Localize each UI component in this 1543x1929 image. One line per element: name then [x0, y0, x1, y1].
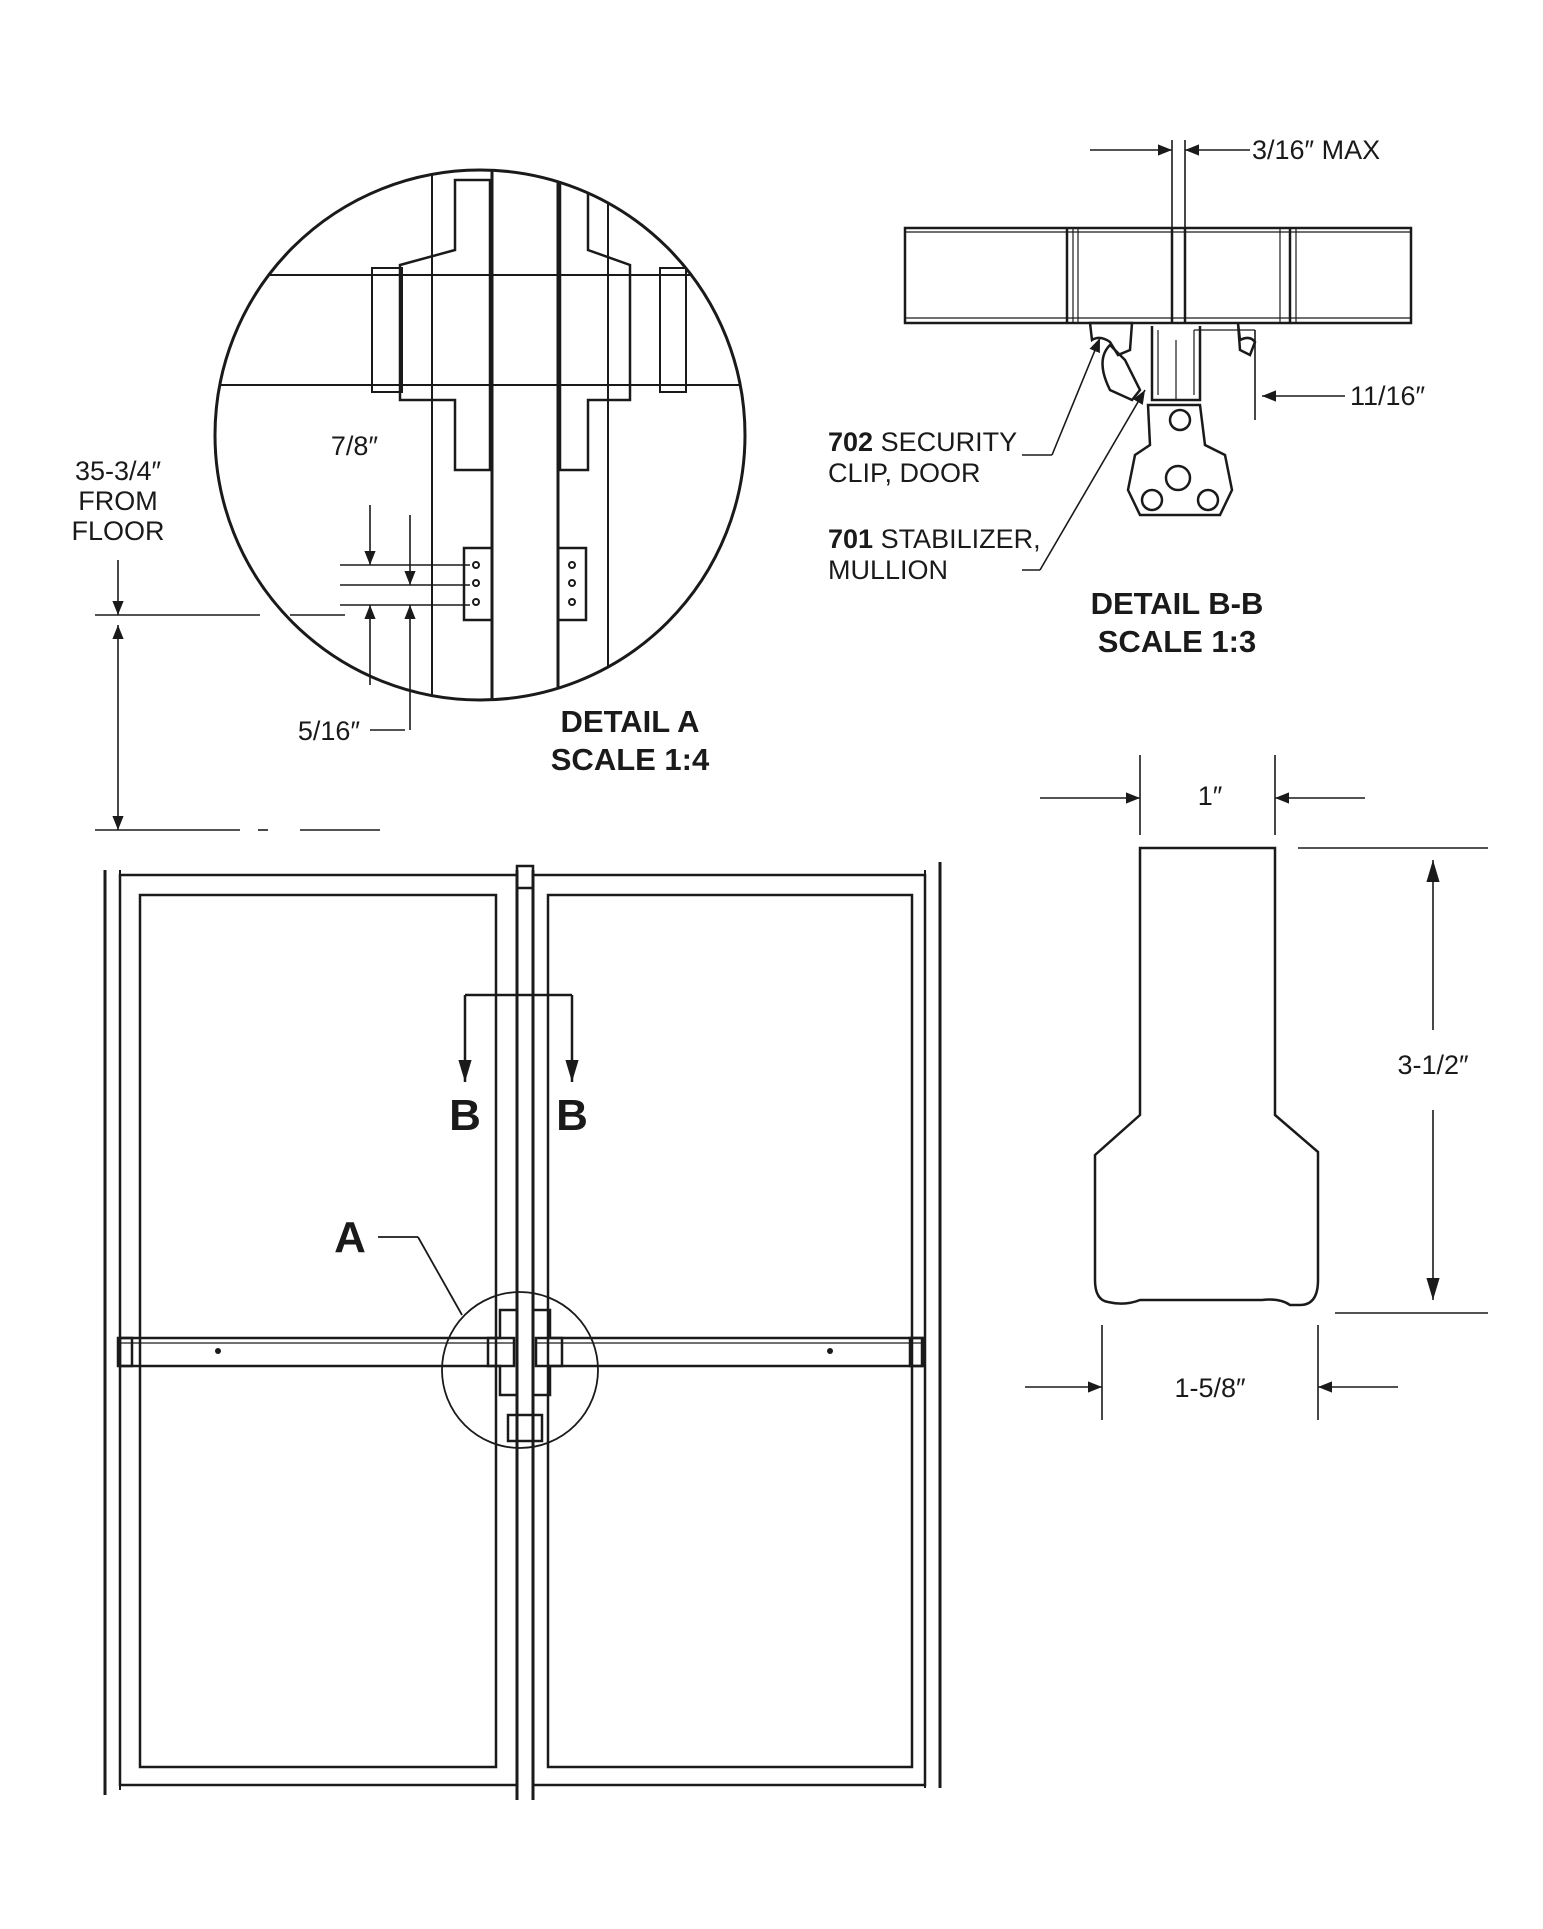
detail-bb-title: DETAIL B-B [1091, 586, 1264, 621]
height-label-line2: FROM [78, 486, 157, 516]
part-702-label-line2: CLIP, DOOR [828, 458, 981, 488]
detail-a-dimensions [340, 505, 470, 731]
dim-gap: 3/16″ MAX [1252, 135, 1380, 165]
detail-a-circle [213, 168, 747, 702]
detail-a-content [215, 170, 745, 700]
dim-top-width: 1″ [1198, 781, 1223, 811]
detail-a: 7/8″ 5/16″ DETAIL A SCALE 1:4 [213, 168, 747, 777]
detail-bb: 3/16″ MAX 11/16″ 702 SECURITY CLIP, DOOR… [828, 135, 1426, 659]
door-elevation: A B B [103, 862, 942, 1800]
profile-shape [1093, 846, 1320, 1307]
detail-bb-section [903, 140, 1413, 517]
height-label-line1: 35-3/4″ [75, 456, 162, 486]
section-b-right: B [556, 1091, 588, 1140]
part-702-label: 702 SECURITY [828, 427, 1017, 457]
dim-height: 3-1/2″ [1397, 1050, 1469, 1080]
detail-a-marker [441, 1291, 599, 1449]
detail-a-scale: SCALE 1:4 [551, 742, 710, 777]
dim-bottom-width: 1-5/8″ [1174, 1373, 1246, 1403]
dim-5-16: 5/16″ [298, 716, 361, 746]
pull-profile: 1″ 3-1/2″ 1-5/8″ [1025, 755, 1488, 1420]
section-b-left: B [449, 1091, 481, 1140]
detail-a-title: DETAIL A [561, 704, 700, 739]
part-701-label: 701 STABILIZER, [828, 524, 1041, 554]
detail-a-callout: A [334, 1213, 366, 1262]
part-701-label-line2: MULLION [828, 555, 948, 585]
detail-bb-scale: SCALE 1:3 [1098, 624, 1256, 659]
height-label-line3: FLOOR [71, 516, 164, 546]
height-dimension: 35-3/4″ FROM FLOOR [71, 456, 380, 831]
dim-11-16: 11/16″ [1350, 381, 1426, 411]
dim-7-8: 7/8″ [331, 431, 379, 461]
